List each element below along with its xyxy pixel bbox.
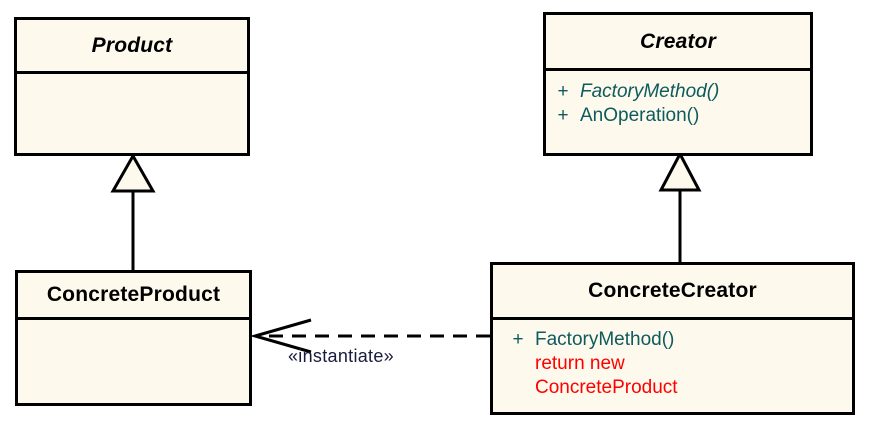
note-row: ConcreteProduct xyxy=(501,376,852,400)
class-box-product[interactable]: Product xyxy=(14,17,250,156)
edge-label-instantiate: «instantiate» xyxy=(288,346,394,366)
note-line: ConcreteProduct xyxy=(535,377,678,398)
note-indent xyxy=(501,376,535,400)
note-line: return new xyxy=(535,353,625,374)
member-visibility: + xyxy=(512,329,524,350)
member-visibility: + xyxy=(557,81,569,102)
member-row[interactable]: + FactoryMethod() xyxy=(501,328,852,352)
class-body-concreteproduct xyxy=(18,320,249,403)
generalization-concreteproduct-to-product xyxy=(110,152,156,271)
member-name: FactoryMethod() xyxy=(535,329,675,350)
class-body-product xyxy=(17,74,247,153)
class-body-creator: + FactoryMethod() + AnOperation() xyxy=(546,71,810,153)
class-box-concreteproduct[interactable]: ConcreteProduct xyxy=(15,270,252,406)
member-name: FactoryMethod() xyxy=(580,81,720,102)
member-name: AnOperation() xyxy=(580,105,700,126)
class-title-concretecreator: ConcreteCreator xyxy=(493,265,852,320)
class-title-creator: Creator xyxy=(546,15,810,71)
class-title-product: Product xyxy=(17,20,247,74)
class-title-concreteproduct: ConcreteProduct xyxy=(18,273,249,320)
member-row[interactable]: + AnOperation() xyxy=(546,104,810,128)
member-row[interactable]: + FactoryMethod() xyxy=(546,80,810,104)
class-box-concretecreator[interactable]: ConcreteCreator + FactoryMethod() return… xyxy=(490,262,855,415)
member-visibility: + xyxy=(557,105,569,126)
generalization-concretecreator-to-creator xyxy=(658,150,702,263)
class-body-concretecreator: + FactoryMethod() return new ConcretePro… xyxy=(493,320,852,412)
note-indent xyxy=(501,352,535,376)
note-row: return new xyxy=(501,352,852,376)
class-box-creator[interactable]: Creator + FactoryMethod() + AnOperation(… xyxy=(543,12,813,156)
